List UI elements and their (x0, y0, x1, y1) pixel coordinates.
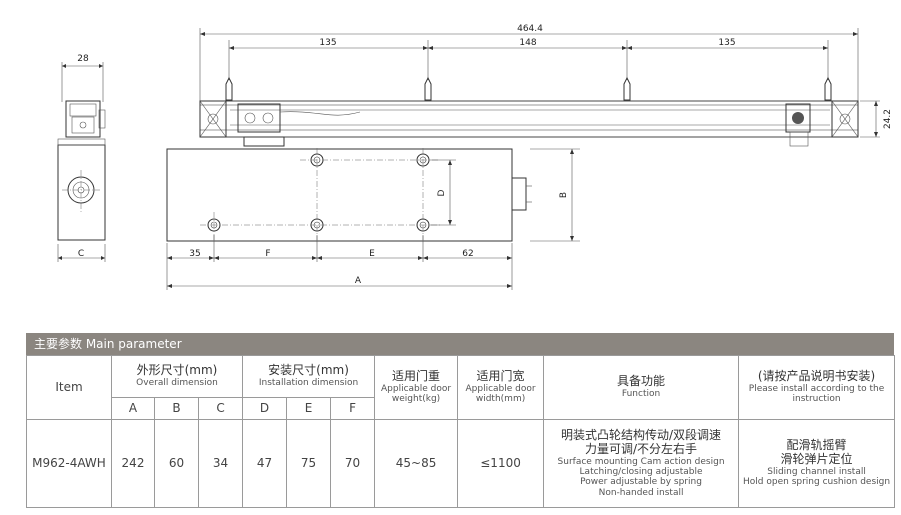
dim-side-width: 28 (77, 54, 89, 64)
cell-c: 34 (197, 419, 244, 508)
cell-a: 242 (111, 419, 155, 508)
dim-e: E (369, 249, 375, 259)
cell-b: 60 (154, 419, 199, 508)
dim-left-span: 135 (319, 38, 336, 48)
cell-weight: 45~85 (374, 419, 459, 508)
dim-c: C (78, 249, 84, 259)
side-view: 28 C (57, 54, 106, 262)
cell-d: 47 (242, 419, 288, 508)
dim-overall-length: 464.4 (517, 24, 543, 34)
table-title: 主要参数 Main parameter (26, 333, 894, 355)
parameter-table: 主要参数 Main parameter Item 外形尺寸(mm)Overall… (26, 333, 896, 509)
sub-e: E (286, 397, 332, 420)
cell-function: 明装式凸轮结构传动/双段调速 力量可调/不分左右手 Surface mounti… (543, 419, 740, 508)
header-note: (请按产品说明书安装)Please install according to t… (738, 355, 896, 420)
spec-grid: Item 外形尺寸(mm)Overall dimension 安装尺寸(mm)I… (26, 355, 896, 508)
header-item: Item (26, 355, 112, 420)
header-overall: 外形尺寸(mm)Overall dimension (110, 355, 244, 398)
sub-d: D (242, 397, 288, 420)
top-dimensions: 464.4 135 148 135 (199, 24, 859, 102)
header-installation: 安装尺寸(mm)Installation dimension (242, 355, 376, 398)
cell-note: 配滑轨摇臂 滑轮弹片定位 Sliding channel install Hol… (738, 419, 896, 508)
dim-mid-span: 148 (519, 38, 536, 48)
sub-b: B (154, 397, 199, 420)
technical-drawing: 28 C 464.4 (57, 24, 893, 290)
cell-e: 75 (286, 419, 332, 508)
dim-62: 62 (462, 249, 473, 259)
dim-d: D (437, 189, 447, 196)
closer-body: D B 35 F E 62 A (166, 148, 580, 290)
sub-f: F (330, 397, 376, 420)
cell-f: 70 (330, 419, 376, 508)
sub-c: C (197, 397, 244, 420)
table-row: M962-4AWH 242 60 34 47 75 70 45~85 ≤1100… (26, 419, 896, 508)
cell-item: M962-4AWH (26, 419, 112, 508)
dim-f: F (265, 249, 270, 259)
dim-rail-height: 24.2 (883, 109, 893, 129)
dim-a: A (355, 276, 362, 286)
dim-35: 35 (189, 249, 200, 259)
cell-width: ≤1100 (457, 419, 545, 508)
slide-rail: 24.2 (199, 76, 893, 147)
sub-a: A (111, 397, 155, 420)
dim-right-span: 135 (718, 38, 735, 48)
dim-b: B (559, 192, 569, 198)
